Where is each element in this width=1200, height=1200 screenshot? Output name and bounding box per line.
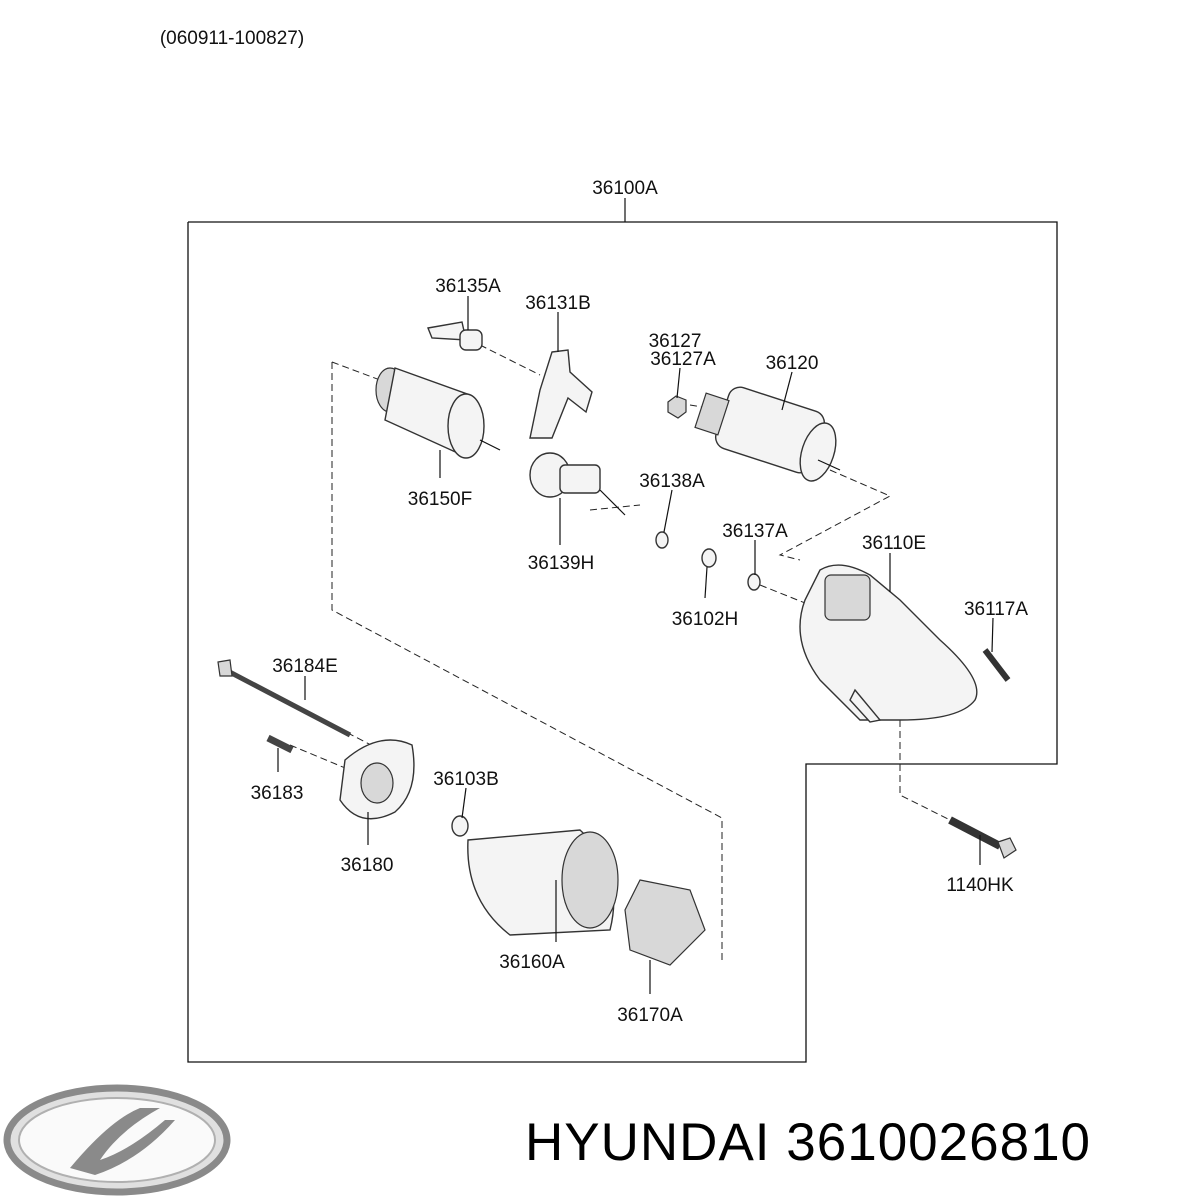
part-36138A-ring-drawing xyxy=(655,531,669,549)
label-36170A: 36170A xyxy=(617,1005,683,1026)
part-36127-nut-drawing xyxy=(667,395,687,419)
label-36150F: 36150F xyxy=(408,489,472,510)
label-36103B: 36103B xyxy=(433,769,499,790)
label-36184E: 36184E xyxy=(272,656,338,677)
part-36117A-bolt-drawing xyxy=(982,648,1011,682)
part-36170A-brush-holder-drawing xyxy=(624,879,706,966)
label-36110E: 36110E xyxy=(862,533,926,554)
label-1140HK: 1140HK xyxy=(946,875,1014,896)
label-36138A: 36138A xyxy=(639,471,705,492)
hyundai-logo xyxy=(3,1084,231,1196)
part-1140HK-bolt-drawing xyxy=(948,816,1017,859)
part-36183-bolt-drawing xyxy=(266,734,294,754)
label-36100A: 36100A xyxy=(592,178,658,199)
label-36117A: 36117A xyxy=(964,599,1028,620)
part-36120-solenoid-drawing xyxy=(694,386,841,482)
code-range: (060911-100827) xyxy=(160,28,304,49)
label-36102H: 36102H xyxy=(672,609,739,630)
part-36150F-armature-drawing xyxy=(375,367,501,459)
label-36127: 36127 xyxy=(649,331,702,352)
assembly-frame xyxy=(187,221,1058,1063)
part-36131B-drawing xyxy=(529,349,593,439)
label-36139H: 36139H xyxy=(528,553,595,574)
part-36102H-ring-drawing xyxy=(701,548,717,568)
label-36120: 36120 xyxy=(766,353,819,374)
part-36180-bracket-drawing xyxy=(339,739,415,820)
part-36103B-washer-drawing xyxy=(451,815,469,837)
label-36131B: 36131B xyxy=(525,293,591,314)
brand-name: HYUNDAI xyxy=(525,1113,771,1172)
part-36110E-housing-drawing xyxy=(799,564,978,723)
part-title: HYUNDAI 3610026810 xyxy=(525,1112,1091,1173)
label-36160A: 36160A xyxy=(499,952,565,973)
label-36183: 36183 xyxy=(251,783,304,804)
part-36184E-bolt-drawing xyxy=(217,659,352,738)
label-36127A: 36127A xyxy=(650,349,716,370)
label-36135A: 36135A xyxy=(435,276,501,297)
part-number: 3610026810 xyxy=(786,1113,1092,1172)
label-36180: 36180 xyxy=(341,855,394,876)
part-36135A-drawing xyxy=(427,321,483,351)
part-36160A-yoke-drawing xyxy=(467,829,619,936)
part-36139H-pinion-drawing xyxy=(529,452,626,516)
label-36137A: 36137A xyxy=(722,521,788,542)
part-36137A-ring-drawing xyxy=(747,573,761,591)
